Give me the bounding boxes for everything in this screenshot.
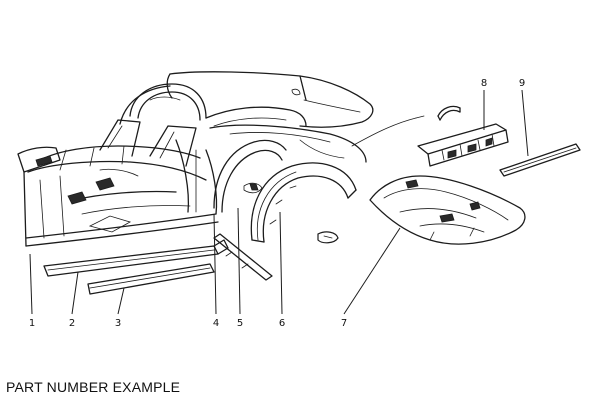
- part-8-crossmember: [417, 105, 509, 167]
- part-5-arch-panel: [213, 139, 287, 213]
- callout-numbers: 1 2 3 4 5 6 7 8 9: [29, 78, 525, 329]
- callout-6: 6: [279, 318, 285, 329]
- part-6-wheel-arch: [250, 162, 357, 243]
- part-3-sill-cover: [87, 263, 215, 295]
- callout-8: 8: [481, 78, 487, 89]
- callout-9: 9: [519, 78, 525, 89]
- callout-3: 3: [115, 318, 121, 329]
- callout-1: 1: [29, 318, 35, 329]
- caption: PART NUMBER EXAMPLE: [6, 379, 181, 395]
- callout-7: 7: [341, 318, 347, 329]
- callout-4: 4: [213, 318, 219, 329]
- part-7-rear-floor-panel: [369, 175, 526, 245]
- part-9-trim-strip: [499, 143, 581, 177]
- car-body-shell: [17, 71, 425, 247]
- callout-2: 2: [69, 318, 75, 329]
- part-4-rail: [213, 233, 273, 281]
- callout-5: 5: [237, 318, 243, 329]
- leader-lines: [29, 89, 529, 315]
- part-2-sill-panel: [43, 239, 229, 277]
